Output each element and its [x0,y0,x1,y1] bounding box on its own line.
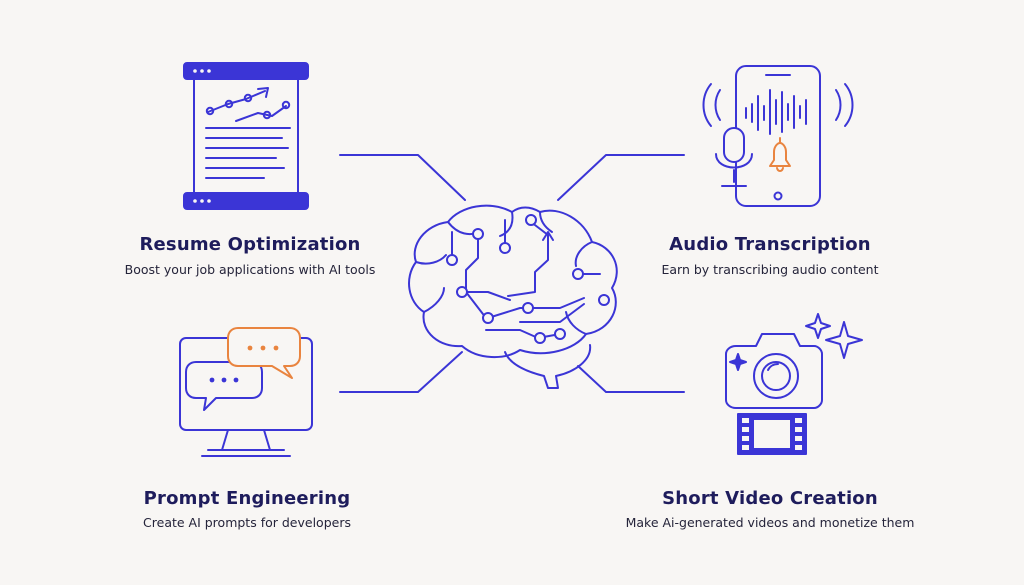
prompt-engineering-title: Prompt Engineering [143,488,351,509]
circuit-nodes [446,214,610,344]
brain-circuit-icon [408,204,618,389]
camera-film-icon [725,313,863,455]
audio-transcription-title: Audio Transcription [669,234,871,255]
monitor-chat-icon [179,327,313,457]
resume-chart-icon [183,62,309,210]
audio-transcription-description: Earn by transcribing audio content [661,262,879,277]
phone-microphone-icon [702,65,854,207]
connector-lines [339,154,685,393]
short-video-creation-title: Short Video Creation [662,488,878,509]
short-video-creation-description: Make Ai-generated videos and monetize th… [625,515,915,530]
prompt-engineering-description: Create AI prompts for developers [143,515,351,530]
resume-optimization-description: Boost your job applications with AI tool… [124,262,376,277]
resume-optimization-title: Resume Optimization [139,234,361,255]
